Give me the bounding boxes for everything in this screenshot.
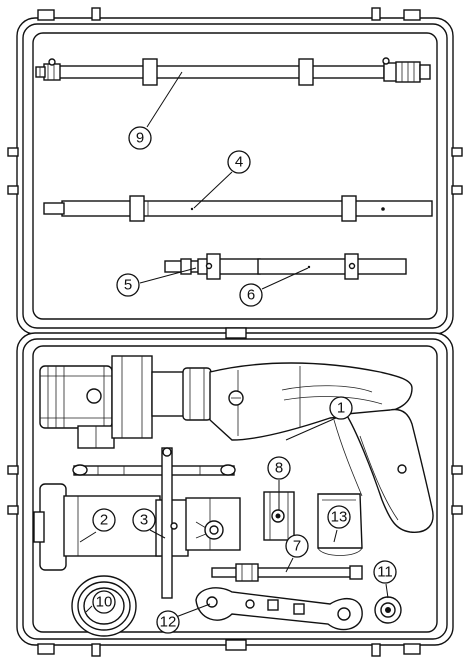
callout-6-label: 6 xyxy=(247,287,255,304)
callout-12: 12 xyxy=(156,610,180,634)
callout-8-label: 8 xyxy=(275,460,283,477)
part-4-bar xyxy=(43,195,433,222)
callout-5: 5 xyxy=(116,273,140,297)
callout-4-label: 4 xyxy=(235,154,243,171)
callout-1: 1 xyxy=(329,396,353,420)
callout-10-label: 10 xyxy=(96,594,113,611)
callout-5-label: 5 xyxy=(124,277,132,294)
part-11-knob xyxy=(374,596,402,624)
callout-4: 4 xyxy=(227,150,251,174)
callout-2-label: 2 xyxy=(100,512,108,529)
callout-11-label: 11 xyxy=(377,564,393,581)
leader-lines xyxy=(79,71,389,621)
part-9-rod xyxy=(35,57,431,86)
callout-1-label: 1 xyxy=(337,400,345,417)
callout-3: 3 xyxy=(132,508,156,532)
part-7-rod xyxy=(211,563,363,582)
callout-7-label: 7 xyxy=(293,538,301,555)
callout-6: 6 xyxy=(239,283,263,307)
callout-13: 13 xyxy=(327,505,351,529)
callout-2: 2 xyxy=(92,508,116,532)
callout-10: 10 xyxy=(92,590,116,614)
drill-bit xyxy=(72,464,236,476)
callout-13-label: 13 xyxy=(331,509,348,526)
part-8-cylinder xyxy=(263,491,295,541)
callout-9-label: 9 xyxy=(136,130,144,147)
part-1-drive-unit xyxy=(39,355,434,533)
callout-11: 11 xyxy=(373,560,397,584)
callout-12-label: 12 xyxy=(160,614,177,631)
part-5-6-tube xyxy=(164,253,407,280)
callout-7: 7 xyxy=(285,534,309,558)
case-lid xyxy=(7,7,463,335)
callout-8: 8 xyxy=(267,456,291,480)
callout-3-label: 3 xyxy=(140,512,148,529)
callout-9: 9 xyxy=(128,126,152,150)
part-12-wrench xyxy=(195,587,363,631)
